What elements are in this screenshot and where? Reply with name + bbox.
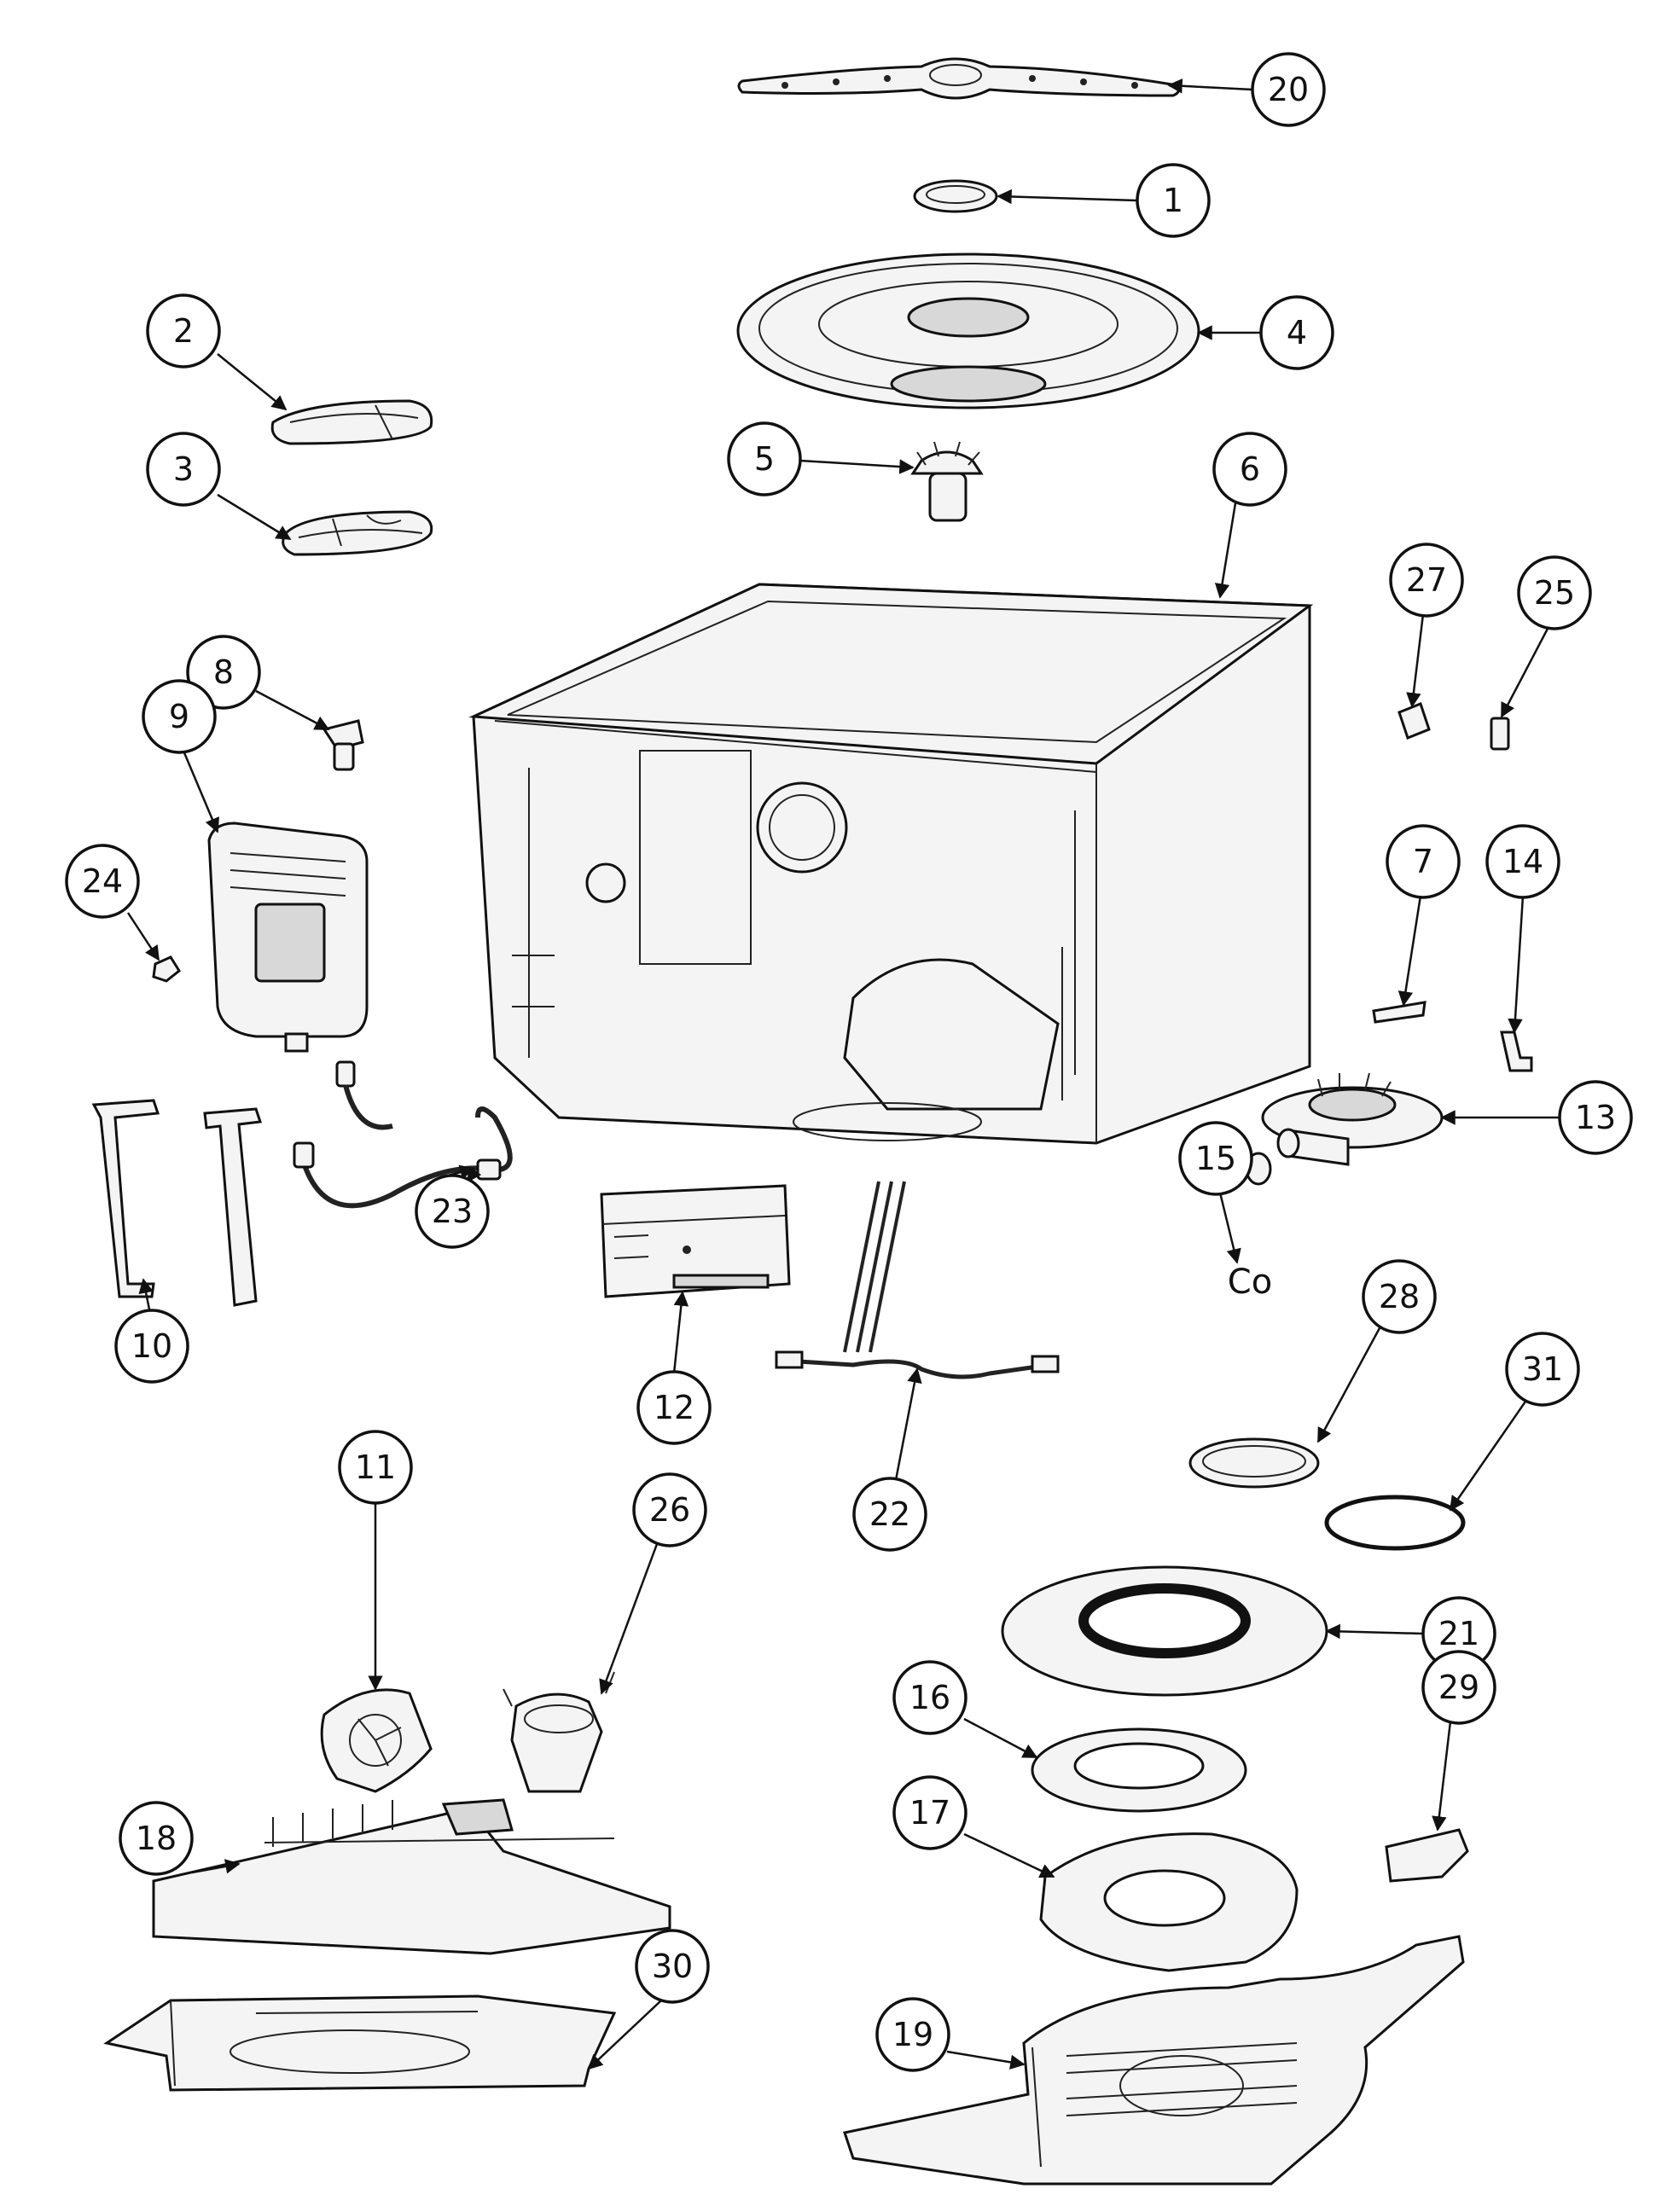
part-19-base [843,1935,1465,2186]
part-14-clip [1500,1031,1533,1072]
callout-23: 23 [415,1174,490,1249]
svg-text:13: 13 [1575,1099,1616,1136]
svg-text:15: 15 [1195,1140,1236,1177]
part-6-tub [468,583,1314,1145]
svg-text:28: 28 [1379,1278,1420,1315]
leader-lines [126,78,1560,2070]
svg-text:18: 18 [136,1820,177,1857]
svg-text:20: 20 [1268,71,1309,108]
callout-20: 20 [1251,52,1326,127]
part-2-cover [270,399,433,445]
svg-text:16: 16 [909,1679,950,1716]
callout-12: 12 [636,1370,712,1445]
part-1-ring [913,179,998,213]
part-27-clip [1397,702,1431,740]
callout-14: 14 [1485,824,1560,899]
callout-24: 24 [65,844,140,919]
part-31-seal [1324,1495,1466,1551]
part-15-o-rings: Co [1228,1263,1272,1302]
callout-31: 31 [1505,1332,1580,1407]
svg-text:29: 29 [1438,1669,1479,1706]
part-4-filter-plate [736,253,1200,409]
part-18-front-panel [152,1798,671,1955]
svg-text:6: 6 [1240,450,1260,488]
part-8-valve [322,719,364,771]
callout-8: 8 [186,635,261,710]
svg-text:22: 22 [869,1495,910,1533]
part-5-impeller [910,441,984,522]
part-21-gasket [1001,1565,1328,1697]
callout-4: 4 [1259,295,1334,370]
callout-1: 1 [1136,163,1211,238]
callout-30: 30 [635,1929,710,2004]
svg-text:17: 17 [909,1794,950,1832]
svg-text:2: 2 [173,312,194,350]
part-26-bracket [503,1671,615,1793]
svg-text:3: 3 [173,450,194,488]
svg-text:1: 1 [1163,182,1183,219]
callouts: 20 1 4 2 3 5 6 27 25 8 9 24 7 14 13 15 2… [65,52,1633,2072]
callout-22: 22 [852,1477,927,1552]
part-17-base-ring [1039,1832,1299,1972]
callout-27: 27 [1389,543,1464,618]
part-9-housing [207,822,369,1053]
callout-28: 28 [1362,1259,1437,1334]
svg-text:7: 7 [1413,843,1433,880]
part-22-wire-harness [775,1181,1060,1379]
svg-text:4: 4 [1287,314,1307,351]
callout-2: 2 [146,293,221,369]
callout-5: 5 [727,421,802,496]
callout-18: 18 [119,1801,194,1876]
part-10-rails [91,1099,263,1307]
svg-text:25: 25 [1534,574,1575,612]
callout-17: 17 [892,1775,967,1850]
svg-text:24: 24 [82,862,123,900]
svg-text:10: 10 [131,1327,172,1365]
callout-7: 7 [1386,824,1461,899]
part-28-ring [1188,1437,1320,1489]
svg-text:8: 8 [213,653,234,691]
callout-25: 25 [1517,555,1592,630]
svg-text:9: 9 [169,698,189,735]
svg-text:26: 26 [649,1491,690,1529]
part-11-pump-housing [320,1688,433,1793]
callout-19: 19 [875,1997,950,2072]
svg-text:23: 23 [432,1193,473,1230]
part-25-strip [1490,717,1510,751]
svg-text:31: 31 [1522,1350,1563,1388]
part-7-bracket [1372,1001,1426,1024]
svg-text:11: 11 [355,1449,396,1486]
svg-text:14: 14 [1502,843,1543,880]
callout-13: 13 [1558,1080,1633,1155]
callout-3: 3 [146,432,221,507]
svg-text:27: 27 [1406,561,1447,599]
svg-text:12: 12 [654,1389,694,1426]
callout-11: 11 [338,1430,413,1505]
callout-6: 6 [1212,432,1287,507]
part-16-ring-plate [1031,1727,1247,1813]
part-30-base-tray [103,1994,617,2092]
callout-9: 9 [142,679,217,754]
part-24-nut [152,955,181,983]
part-3-cover [282,510,433,556]
svg-text:5: 5 [754,440,775,478]
svg-text:21: 21 [1438,1615,1479,1652]
callout-26: 26 [632,1472,707,1547]
part-29-bracket [1385,1828,1469,1883]
callout-29: 29 [1421,1650,1496,1725]
part-20-spray-arm [737,57,1181,100]
callout-16: 16 [892,1660,967,1735]
part-13-pump-motor [1245,1072,1444,1186]
part-15-mark: Co [1228,1263,1272,1302]
part-12-control-board [600,1184,791,1298]
svg-text:30: 30 [652,1948,693,1985]
svg-text:19: 19 [892,2016,933,2053]
callout-10: 10 [114,1309,189,1384]
callout-15: 15 [1178,1121,1253,1196]
